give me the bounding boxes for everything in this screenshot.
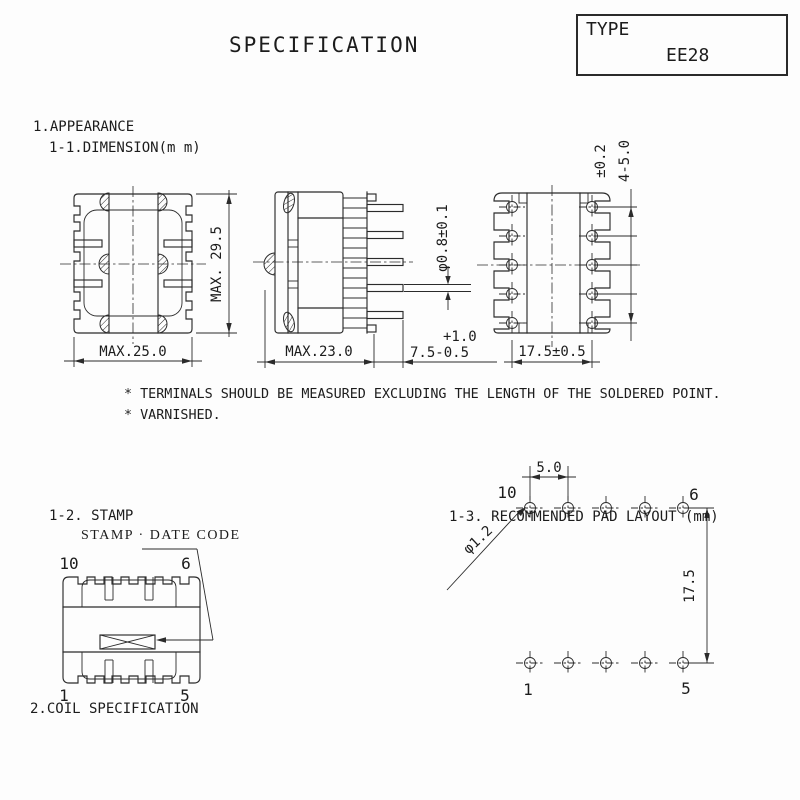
pad-diameter-label: φ1.2 [460, 523, 496, 558]
type-box: TYPE EE28 [576, 14, 788, 76]
pad-grid [516, 496, 697, 675]
pin-pitch-tol-label: ±0.2 [593, 144, 609, 178]
front-width-label: MAX.25.0 [99, 344, 166, 360]
pin-length-label: 7.5-0.5 [410, 345, 469, 361]
pad-pitch-label: 5.0 [536, 460, 561, 476]
pad-pin-10: 10 [497, 483, 516, 502]
stamp-pin-10: 10 [59, 554, 78, 573]
pin-length-tol-label: +1.0 [443, 329, 477, 345]
bottom-view-pins [499, 195, 605, 335]
row-span-label: 17.5±0.5 [518, 344, 585, 360]
section-stamp: 1-2. STAMP [49, 508, 134, 524]
stamp-callout-label: STAMP · DATE CODE [81, 528, 241, 543]
pad-pin-6: 6 [689, 485, 699, 504]
type-box-label: TYPE [586, 19, 630, 40]
section-pad-layout: 1-3. RECOMMENDED PAD LAYOUT (mm) [449, 509, 719, 525]
section-coil: 2.COIL SPECIFICATION [30, 701, 199, 717]
section-dimension: 1-1.DIMENSION(m m) [49, 140, 201, 156]
pad-row-span-label: 17.5 [682, 569, 698, 603]
front-view-drawing: MAX.25.0 MAX. 29.5 [60, 186, 237, 367]
bottom-view-drawing: ±0.2 4-5.0 17.5±0.5 [477, 140, 640, 368]
section-appearance: 1.APPEARANCE [33, 119, 135, 135]
pad-pin-5: 5 [681, 679, 691, 698]
page-title: SPECIFICATION [229, 33, 420, 57]
stamp-pin-1: 1 [59, 686, 69, 705]
pad-layout-drawing: 5.0 φ1.2 17.5 10 6 1 5 [446, 460, 714, 699]
pin-pitch-label: 4-5.0 [617, 140, 633, 182]
stamp-pin-6: 6 [181, 554, 191, 573]
front-height-label: MAX. 29.5 [209, 226, 225, 302]
type-box-value: EE28 [666, 45, 710, 66]
note-terminals: * TERMINALS SHOULD BE MEASURED EXCLUDING… [124, 387, 721, 402]
side-width-label: MAX.23.0 [285, 344, 352, 360]
stamp-view-drawing: 10 6 1 5 [59, 548, 214, 705]
pin-diameter-label: φ0.8±0.1 [435, 204, 451, 271]
stamp-box [99, 634, 156, 650]
note-varnished: * VARNISHED. [124, 408, 221, 423]
stamp-pin-5: 5 [180, 686, 190, 705]
pad-pin-1: 1 [523, 680, 533, 699]
side-view-drawing: MAX.23.0 7.5-0.5 +1.0 φ0.8±0.1 [253, 191, 497, 368]
